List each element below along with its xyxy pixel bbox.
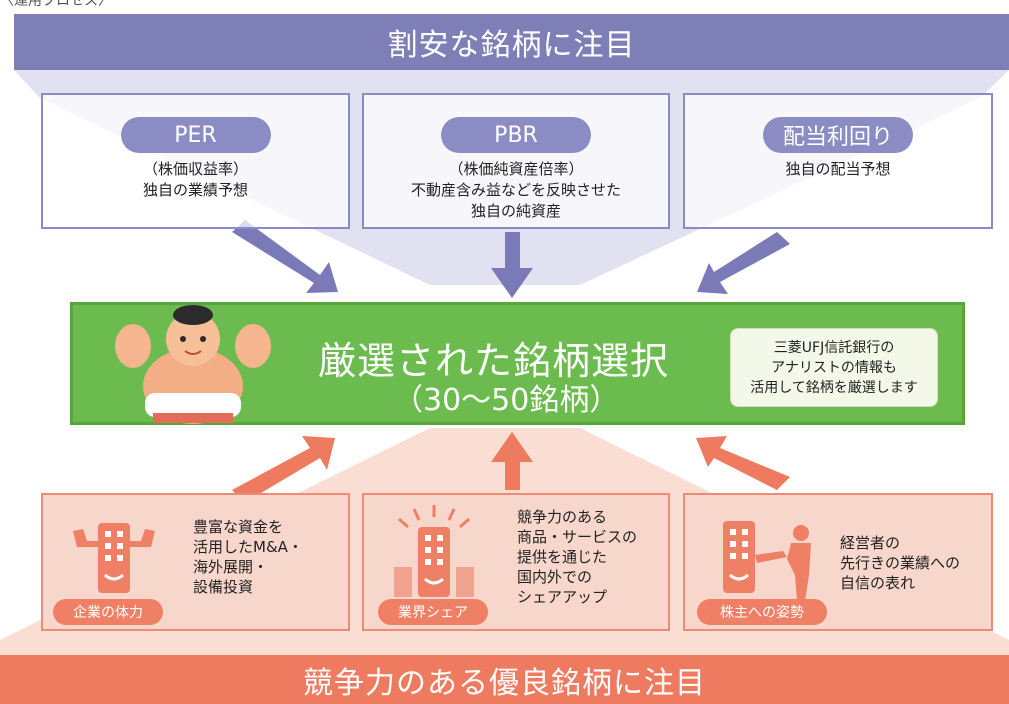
shareholder-attitude-text: 経営者の 先行きの業績への 自信の表れ [840, 533, 960, 593]
dividend-card: 配当利回り 独自の配当予想 [683, 93, 993, 229]
shining-building-icon [394, 505, 474, 597]
dividend-label: 配当利回り [763, 117, 913, 153]
note-line1: 三菱UFJ信託銀行の [773, 340, 895, 356]
per-line2: 独自の業績予想 [142, 181, 248, 199]
analyst-note: 三菱UFJ信託銀行の アナリストの情報も 活用して銘柄を厳選します [730, 328, 938, 407]
cs-line4: 設備投資 [193, 578, 254, 596]
cs-line1: 豊富な資金を [193, 518, 284, 536]
top-banner: 割安な銘柄に注目 [14, 14, 1009, 70]
per-line1: （株価収益率） [142, 160, 248, 178]
pbr-line1: （株価純資産倍率） [448, 160, 584, 178]
pbr-label: PBR [441, 117, 591, 153]
sa-line1: 経営者の [840, 534, 901, 552]
selection-box: 厳選された銘柄選択 （30〜50銘柄） 三菱UFJ信託銀行の アナリストの情報も… [70, 302, 965, 425]
sa-line3: 自信の表れ [840, 574, 916, 592]
bottom-banner: 競争力のある優良銘柄に注目 [0, 655, 1009, 704]
pbr-description: （株価純資産倍率） 不動産含み益などを反映させた 独自の純資産 [364, 159, 668, 222]
pbr-line3: 独自の純資産 [470, 202, 561, 220]
cropped-header: 〈運用プロセス〉 [0, 0, 112, 9]
corporate-strength-card: 企業の体力 豊富な資金を 活用したM&A・ 海外展開・ 設備投資 [41, 493, 350, 631]
shareholder-attitude-label: 株主への姿勢 [697, 599, 827, 625]
shareholder-attitude-card: 株主への姿勢 経営者の 先行きの業績への 自信の表れ [683, 493, 993, 631]
dividend-line1: 独自の配当予想 [785, 160, 891, 178]
sa-line2: 先行きの業績への [840, 554, 961, 572]
is-line3: 提供を通じた [517, 548, 608, 566]
up-arrows [232, 432, 790, 503]
down-arrows [232, 220, 790, 298]
sumo-wrestler-icon [115, 305, 271, 424]
is-line2: 商品・サービスの [517, 528, 638, 546]
pbr-line2: 不動産含み益などを反映させた [410, 181, 621, 199]
is-line5: シェアアップ [517, 588, 608, 606]
industry-share-card: 業界シェア 競争力のある 商品・サービスの 提供を通じた 国内外での シェアアッ… [362, 493, 670, 631]
per-label: PER [120, 117, 271, 153]
handshake-building-icon [723, 521, 811, 601]
is-line4: 国内外での [517, 568, 593, 586]
cs-line3: 海外展開・ [193, 558, 269, 576]
per-description: （株価収益率） 独自の業績予想 [43, 159, 348, 201]
cs-line2: 活用したM&A・ [193, 538, 303, 556]
industry-share-label: 業界シェア [378, 599, 488, 625]
pbr-card: PBR （株価純資産倍率） 不動産含み益などを反映させた 独自の純資産 [362, 93, 670, 229]
industry-share-text: 競争力のある 商品・サービスの 提供を通じた 国内外での シェアアップ [517, 507, 637, 607]
note-line3: 活用して銘柄を厳選します [750, 380, 918, 396]
note-line2: アナリストの情報も [771, 360, 897, 376]
selection-title: 厳選された銘柄選択 [318, 339, 670, 383]
per-card: PER （株価収益率） 独自の業績予想 [41, 93, 350, 229]
corporate-strength-label: 企業の体力 [53, 599, 163, 625]
dividend-description: 独自の配当予想 [685, 159, 991, 180]
strong-building-icon [73, 523, 155, 593]
is-line1: 競争力のある [517, 508, 608, 526]
corporate-strength-text: 豊富な資金を 活用したM&A・ 海外展開・ 設備投資 [193, 517, 303, 597]
selection-count: （30〜50銘柄） [393, 383, 620, 418]
